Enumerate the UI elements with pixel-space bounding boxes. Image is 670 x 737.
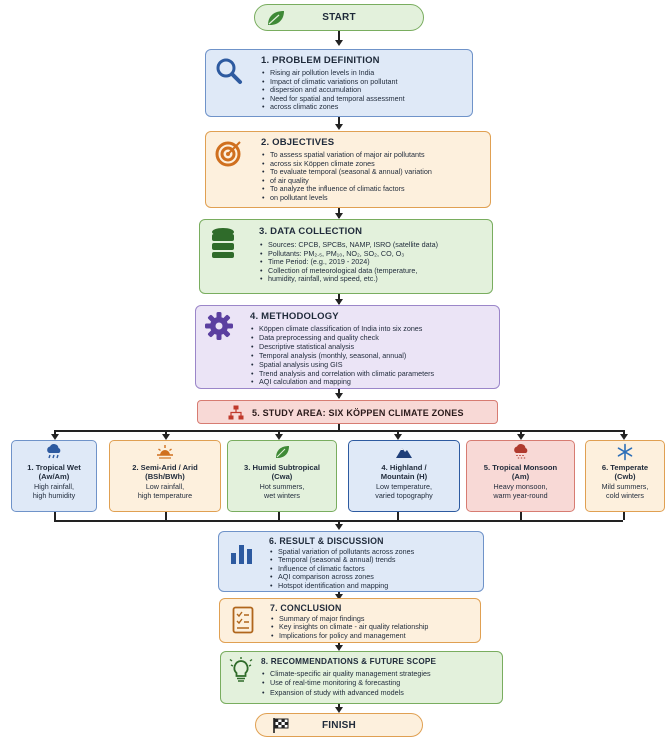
zone-name: 4. Highland / Mountain (H) (380, 463, 428, 482)
data-collection-box: 3. DATA COLLECTION Sources: CPCB, SPCBs,… (199, 219, 493, 294)
checklist-icon (232, 606, 254, 634)
list-item: Sources: CPCB, SPCBs, NAMP, ISRO (satell… (259, 240, 438, 250)
list-item: Köppen climate classification of India i… (250, 324, 434, 334)
methodology-title: 4. METHODOLOGY (250, 311, 339, 322)
zone-description: Hot summers, wet winters (259, 482, 305, 500)
list-item: Impact of climatic variations on polluta… (261, 77, 405, 87)
zone-card-5: 5. Tropical Monsoon (Am) Heavy monsoon, … (466, 440, 575, 512)
list-item: Summary of major findings (270, 614, 428, 624)
list-item: To analyze the influence of climatic fac… (261, 185, 432, 194)
list-item: Expansion of study with advanced models (261, 688, 431, 698)
results-box: 6. RESULT & DISCUSSION Spatial variation… (218, 531, 484, 592)
finish-label: FINISH (322, 720, 356, 731)
finish-node: FINISH (255, 713, 423, 737)
list-item: Key insights on climate - air quality re… (270, 622, 428, 632)
start-node: START (254, 4, 424, 31)
hierarchy-icon (228, 405, 244, 420)
conclusion-bullets: Summary of major findings Key insights o… (270, 614, 428, 641)
list-item: To evaluate temporal (seasonal & annual)… (261, 168, 432, 177)
data-bullets: Sources: CPCB, SPCBs, NAMP, ISRO (satell… (259, 240, 438, 284)
list-item: Pollutants: PM₂.₅, PM₁₀, NO₂, SO₂, CO, O… (259, 249, 438, 259)
list-item: dispersion and accumulation (261, 86, 405, 95)
study-area-title: 5. STUDY AREA: SIX KÖPPEN CLIMATE ZONES (252, 408, 464, 418)
methodology-box: 4. METHODOLOGY Köppen climate classifica… (195, 305, 500, 389)
list-item: Need for spatial and temporal assessment (261, 94, 405, 104)
list-item: Climate-specific air quality management … (261, 669, 431, 679)
recommendations-bullets: Climate-specific air quality management … (261, 669, 431, 698)
snowflake-icon (617, 443, 633, 461)
zone-name: 3. Humid Subtropical (Cwa) (244, 463, 320, 482)
problem-title: 1. PROBLEM DEFINITION (261, 55, 380, 66)
leaf-icon (276, 446, 289, 458)
target-icon (215, 141, 241, 167)
results-bullets: Spatial variation of pollutants across z… (269, 547, 414, 591)
zone-card-3: 3. Humid Subtropical (Cwa) Hot summers, … (227, 440, 337, 512)
zone-description: Mild summers, cold winters (601, 482, 649, 500)
list-item: Descriptive statistical analysis (250, 342, 434, 352)
list-item: across climatic zones (261, 103, 405, 112)
list-item: Trend analysis and correlation with clim… (250, 369, 434, 379)
database-icon (212, 228, 234, 258)
checkered-flag-icon (273, 718, 289, 733)
magnifier-icon (216, 58, 242, 84)
mountain-icon (396, 448, 412, 458)
problem-definition-box: 1. PROBLEM DEFINITION Rising air polluti… (205, 49, 473, 117)
recommendations-box: 8. RECOMMENDATIONS & FUTURE SCOPE Climat… (220, 651, 503, 704)
zone-card-2: 2. Semi-Arid / Arid (BSh/BWh) Low rainfa… (109, 440, 221, 512)
zone-description: High rainfall, high humidity (32, 482, 76, 500)
list-item: Hotspot identification and mapping (269, 581, 414, 591)
list-item: AQI calculation and mapping (250, 378, 434, 388)
list-item: Time Period: (e.g., 2019 - 2024) (259, 258, 438, 267)
list-item: Rising air pollution levels in India (261, 68, 405, 78)
sunset-icon (157, 445, 173, 459)
list-item: Data preprocessing and quality check (250, 333, 434, 343)
conclusion-box: 7. CONCLUSION Summary of major findings … (219, 598, 481, 643)
rain-cloud-icon (47, 444, 61, 459)
zone-card-4: 4. Highland / Mountain (H) Low temperatu… (348, 440, 460, 512)
methodology-bullets: Köppen climate classification of India i… (250, 324, 434, 388)
zone-description: Low temperature, varied topography (375, 482, 433, 500)
list-item: Use of real-time monitoring & forecastin… (261, 678, 431, 688)
zone-name: 1. Tropical Wet (Aw/Am) (27, 463, 81, 482)
zone-description: Heavy monsoon, warm year-round (493, 482, 548, 500)
zone-card-6: 6. Temperate (Cwb) Mild summers, cold wi… (585, 440, 665, 512)
leaf-icon (268, 11, 284, 25)
list-item: humidity, rainfall, wind speed, etc.) (259, 275, 438, 284)
list-item: on pollutant levels (261, 193, 432, 203)
zone-name: 5. Tropical Monsoon (Am) (483, 463, 558, 482)
list-item: Collection of meteorological data (tempe… (259, 266, 438, 276)
list-item: Spatial variation of pollutants across z… (269, 547, 414, 557)
lightbulb-icon (229, 657, 253, 682)
problem-bullets: Rising air pollution levels in India Imp… (261, 68, 405, 112)
objectives-title: 2. OBJECTIVES (261, 137, 335, 148)
gear-icon (205, 312, 233, 340)
conclusion-title: 7. CONCLUSION (270, 603, 342, 613)
storm-cloud-icon (513, 444, 527, 459)
list-item: Spatial analysis using GIS (250, 360, 434, 370)
start-label: START (322, 12, 356, 23)
list-item: across six Köppen climate zones (261, 159, 432, 169)
study-area-box: 5. STUDY AREA: SIX KÖPPEN CLIMATE ZONES (197, 400, 498, 424)
list-item: Temporal analysis (monthly, seasonal, an… (250, 351, 434, 361)
recommendations-title: 8. RECOMMENDATIONS & FUTURE SCOPE (261, 657, 437, 666)
list-item: Influence of climatic factors (269, 564, 414, 574)
objectives-box: 2. OBJECTIVES To assess spatial variatio… (205, 131, 491, 208)
bar-chart-icon (231, 545, 252, 564)
zone-card-1: 1. Tropical Wet (Aw/Am) High rainfall, h… (11, 440, 97, 512)
results-title: 6. RESULT & DISCUSSION (269, 536, 384, 546)
list-item: To assess spatial variation of major air… (261, 150, 432, 160)
zone-name: 6. Temperate (Cwb) (601, 463, 649, 482)
zone-description: Low rainfall, high temperature (137, 482, 193, 500)
list-item: AQI comparison across zones (269, 572, 414, 582)
zone-name: 2. Semi-Arid / Arid (BSh/BWh) (132, 463, 198, 482)
list-item: Implications for policy and management (270, 631, 428, 641)
list-item: Temporal (seasonal & annual) trends (269, 555, 414, 565)
objectives-bullets: To assess spatial variation of major air… (261, 150, 432, 203)
data-title: 3. DATA COLLECTION (259, 226, 363, 237)
list-item: of air quality (261, 176, 432, 186)
